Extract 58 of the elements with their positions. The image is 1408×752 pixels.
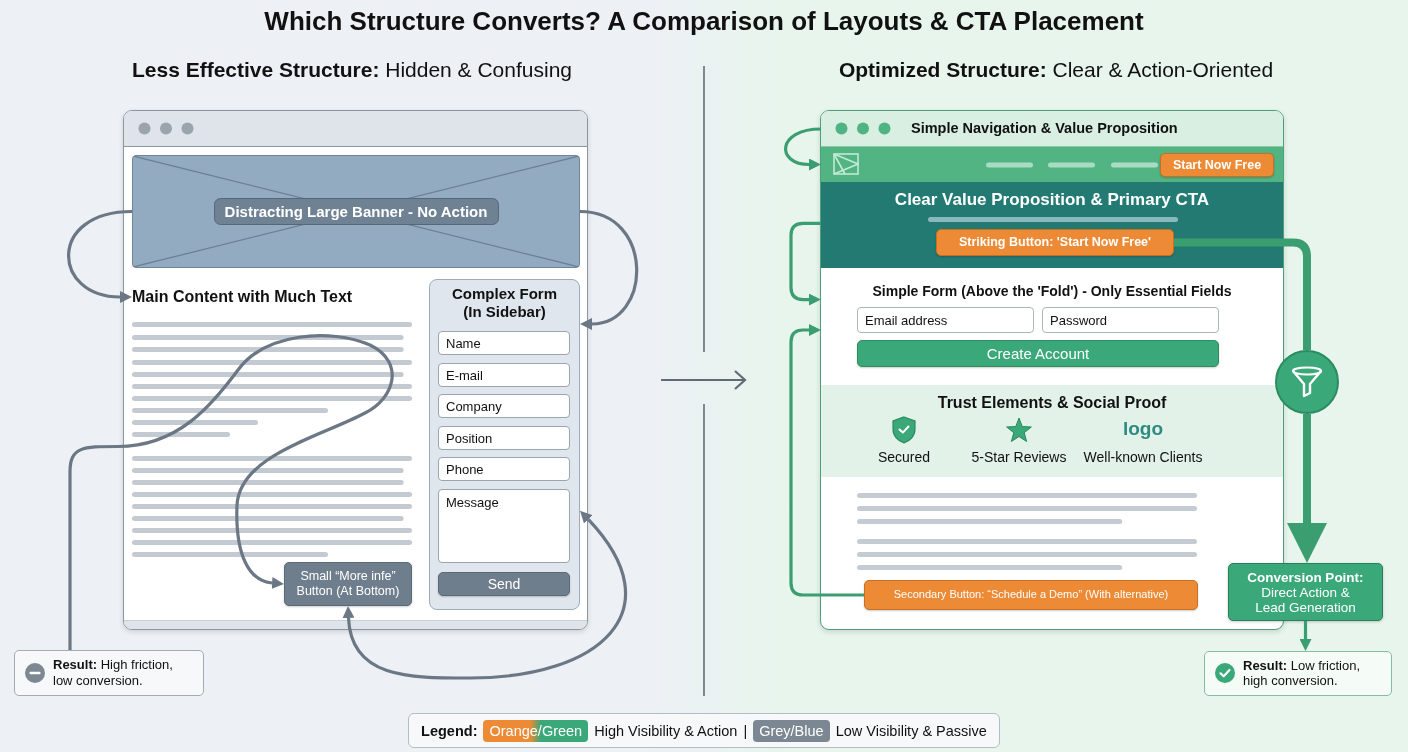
- input-field: Company: [438, 394, 570, 418]
- legend-swatch: Grey/Blue: [753, 719, 830, 742]
- form-heading: Complex Form (In Sidebar): [451, 285, 558, 321]
- legend-separator: |: [743, 722, 748, 739]
- more-info-button: Small “More infe” Button (At Bottom): [284, 562, 412, 606]
- curved-arrow: [784, 127, 822, 171]
- input-field: Phone: [438, 457, 570, 481]
- placeholder-word: logo: [1122, 418, 1164, 440]
- trust-caption: 5-Star Reviews: [971, 449, 1067, 465]
- hero-section: [821, 182, 1283, 268]
- send-button: Send: [438, 572, 570, 596]
- section-heading: Optimized Structure: Clear & Action-Oriented: [838, 58, 1274, 82]
- curved-arrow: [789, 221, 821, 306]
- input-field: Password: [1042, 307, 1219, 333]
- browser-window: [123, 110, 588, 630]
- cta-button: Striking Button: 'Start Now Free': [936, 229, 1174, 256]
- create-account-button: Create Account: [857, 340, 1219, 367]
- conversion-title: Conversion Point:: [1247, 569, 1364, 585]
- navigation-bar: [821, 147, 1283, 182]
- result-box: [14, 650, 204, 696]
- curved-arrow: [67, 209, 133, 303]
- result-text: Result: Low friction, high conversion.: [1243, 657, 1362, 690]
- input-field: Email address: [857, 307, 1034, 333]
- trust-heading: Trust Elements & Social Proof: [937, 394, 1167, 412]
- conversion-text: Direct Action & Lead Generation: [1254, 584, 1357, 615]
- trust-section: [821, 385, 1283, 477]
- trust-caption: Well-known Clients: [1083, 449, 1203, 465]
- arrow: [1299, 621, 1312, 651]
- hero-heading: Clear Value Proposition & Primary CTA: [894, 190, 1210, 210]
- form-sidebar: [429, 279, 580, 610]
- legend-text: Low Visibility & Passive: [835, 722, 987, 739]
- curved-arrow: [579, 209, 639, 330]
- conversion-box: [1228, 563, 1383, 621]
- trust-caption: Secured: [877, 449, 931, 465]
- section-heading: Less Effective Structure: Hidden & Confusing: [132, 58, 572, 82]
- curved-arrow: [789, 324, 864, 597]
- content-heading: Main Content with Much Text: [132, 286, 360, 308]
- secondary-button: Secondary Button: “Schedule a Demo” (With alternative): [864, 580, 1198, 610]
- input-field: E-mail: [438, 363, 570, 387]
- legend-text: High Visibility & Action: [594, 722, 738, 739]
- textarea-field: Message: [438, 489, 570, 563]
- funnel-icon: [1275, 350, 1339, 414]
- input-field: Position: [438, 426, 570, 450]
- cta-button: Start Now Free: [1160, 153, 1274, 177]
- curved-arrow: [342, 510, 627, 680]
- form-heading: Simple Form (Above the 'Fold') - Only Essential Fields: [872, 283, 1232, 299]
- legend-swatch: Orange/Green: [483, 719, 589, 742]
- hero-banner: Distracting Large Banner - No Action: [132, 155, 580, 268]
- connector-line: [1174, 238, 1311, 350]
- legend-title: Legend:: [421, 722, 478, 739]
- curved-arrow: [68, 334, 394, 650]
- title-bar-text: Simple Navigation & Value Proposition: [911, 120, 1178, 136]
- result-box: [1204, 651, 1392, 696]
- result-text: Result: High friction, low conversion.: [53, 657, 174, 689]
- input-field: Name: [438, 331, 570, 355]
- title-bar: [821, 111, 1283, 147]
- arrow: [1287, 414, 1327, 563]
- page-title: Which Structure Converts? A Comparison of Layouts & CTA Placement: [264, 6, 1144, 37]
